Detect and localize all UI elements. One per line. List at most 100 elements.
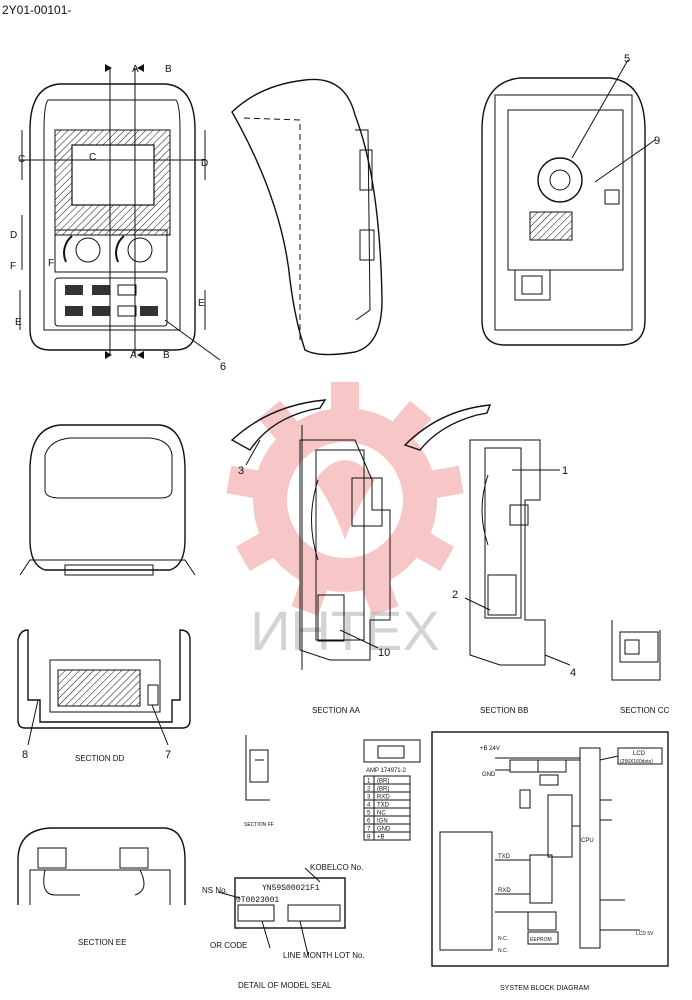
marker-d-right: D [201,158,208,169]
panel-button[interactable] [65,306,83,316]
block-lcd: LCD [633,751,646,757]
pin-number: 4 [367,803,371,809]
callout-10: 10 [378,647,390,659]
bezel-view [19,424,196,576]
block-rxd: RXD [498,888,511,894]
temperature-gauge-icon [75,237,101,263]
section-markers: A B A B C C D D F F E E [10,64,208,361]
watermark-text: ИНТЕХ [250,599,440,662]
seal-serial: 0T0023001 [236,896,279,905]
panel-button[interactable] [140,306,158,316]
block-v24: +B 24V [480,746,500,752]
panel-button[interactable] [65,285,83,295]
callout-8: 8 [22,749,28,761]
seal-ns-no: NS No. [202,886,228,895]
pin-number: 6 [367,819,371,825]
marker-a-bottom: A [130,350,137,361]
pin-number: 8 [367,835,371,841]
pin-signal: +B [377,835,385,841]
callout-6: 6 [220,361,226,373]
section-ff [245,735,270,801]
panel-button[interactable] [117,305,137,317]
marker-b-top: B [165,64,172,75]
callout-3: 3 [238,465,244,477]
section-titles: SECTION AA SECTION BB SECTION CC SECTION… [75,706,670,947]
callout-1: 1 [562,465,568,477]
pin-signal: NC [377,811,386,817]
section-aa [230,399,391,670]
pin-number: 7 [367,827,371,833]
title-section-aa: SECTION AA [312,706,361,715]
system-block-diagram: +B 24V GND TXD RXD N.C. N.C. CPU EEPROM … [431,731,669,992]
seal-or-code: OR CODE [210,941,247,950]
side-view [231,78,383,356]
pin-signal: (BR) [377,787,389,793]
block-lcd-bl: LCD 5V [636,931,654,937]
drawing-number: 2Y01-00101- [2,3,71,17]
callout-2: 2 [452,589,458,601]
buzzer-icon [537,157,583,203]
callout-5: 5 [624,53,630,65]
panel-buttons [65,284,158,317]
title-section-ff: SECTION FF [244,822,274,828]
seal-caption: DETAIL OF MODEL SEAL [238,981,332,990]
pin-signal-cell [373,831,411,841]
seal-kobelco-no: KOBELCO No. [310,863,363,872]
marker-b-bottom: B [163,350,170,361]
pin-signal: (BR) [377,779,389,785]
connector-header: AMP 174971-2 [366,768,407,774]
section-cc [611,620,661,681]
block-nc1: N.C. [498,936,508,942]
pin-signal: GND [377,827,391,833]
section-dd [17,629,191,729]
panel-button[interactable] [92,285,110,295]
block-cpu: CPU [581,838,594,844]
callout-numbers: 1 2 3 4 5 6 7 8 9 10 [22,53,660,761]
pin-number: 5 [367,811,371,817]
rear-view [481,59,656,346]
watermark-logo [226,382,464,616]
section-ee [17,827,186,905]
seal-model-code: YN59S00021F1 [262,884,320,893]
title-section-dd: SECTION DD [75,754,125,763]
title-section-ee: SECTION EE [78,938,126,947]
marker-c-left: C [18,154,25,165]
callout-7: 7 [165,749,171,761]
marker-f-left: F [10,261,16,272]
pin-signal: RXD [377,795,390,801]
title-section-bb: SECTION BB [480,706,528,715]
callout-4: 4 [570,667,576,679]
pin-number: 3 [367,795,371,801]
panel-button[interactable] [92,306,110,316]
block-gnd: GND [482,772,496,778]
marker-c-center: C [89,152,96,163]
pin-number: 1 [367,779,371,785]
lcd-screen [71,144,155,206]
pin-number: 2 [367,787,371,793]
callout-9: 9 [654,135,660,147]
cpu-block [579,747,601,949]
title-section-cc: SECTION CC [620,706,670,715]
marker-e-left: E [15,317,22,328]
marker-d-left: D [10,230,17,241]
marker-f-inner: F [48,258,54,269]
block-eeprom: EEPROM [530,937,552,943]
pin-signal: IGN [377,819,388,825]
marker-a-top: A [132,64,139,75]
front-view [19,64,206,359]
block-lcd-res: (256X160dots) [620,759,653,765]
panel-button[interactable] [117,284,137,296]
pin-rows: 1 (BR) 2 (BR) 3 RXD 4 TXD 5 NC 6 IGN 7 GND 8 +B [363,775,411,841]
fuel-gauge-icon [127,237,153,263]
pin-signal: TXD [377,803,390,809]
block-nc2: N.C. [498,948,508,954]
model-seal-detail: KOBELCO No. YN59S00021F1 NS No. 0T002300… [202,863,365,990]
callout-leaders [27,319,571,746]
block-caption: SYSTEM BLOCK DIAGRAM [500,985,589,992]
marker-e-right: E [198,298,205,309]
seal-line-month-lot: LINE MONTH LOT No. [283,951,365,960]
block-txd: TXD [498,854,511,860]
circuit-board [57,669,141,707]
